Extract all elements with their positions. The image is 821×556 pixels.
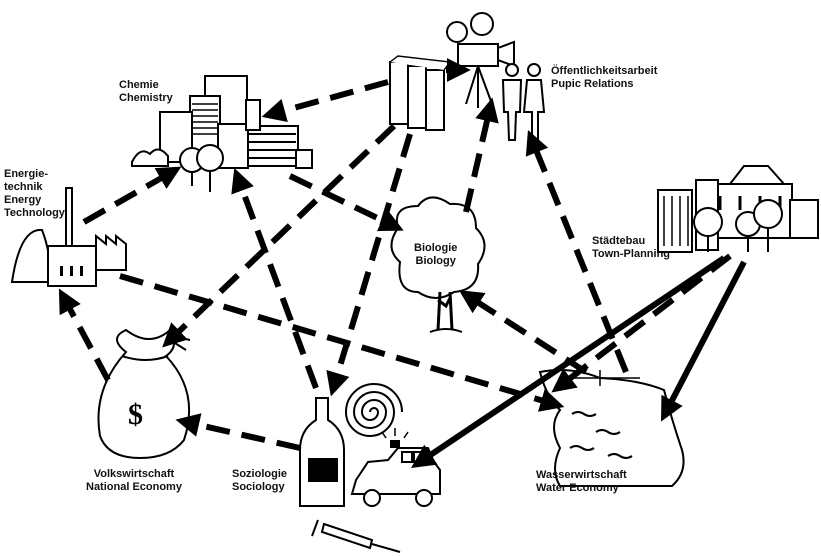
label-public-relations: Öffentlichkeitsarbeit Pupic Relations xyxy=(551,65,657,91)
town-buildings-icon xyxy=(657,165,819,253)
label-energy: Energie- technik Energy Technology xyxy=(4,168,65,220)
dollar-sign-icon: $ xyxy=(128,398,143,431)
arrow-water-to-biology xyxy=(458,290,588,375)
label-sociology-en: Sociology xyxy=(232,481,285,493)
arrow-chemistry-to-biology xyxy=(288,173,404,232)
label-energy-en: Energy xyxy=(4,194,42,206)
label-biology-en: Biology xyxy=(415,255,456,267)
arrow-sociology-to-chemistry xyxy=(231,167,319,390)
label-biology: Biologie Biology xyxy=(414,242,457,268)
arrow-town-to-river xyxy=(551,253,732,393)
label-economy-en: National Economy xyxy=(86,481,182,493)
label-chemistry-en: Chemistry xyxy=(119,92,173,104)
arrow-town-to-car xyxy=(411,255,726,469)
label-town-planning: Städtebau Town-Planning xyxy=(592,235,670,261)
label-energy-de: Energie- xyxy=(4,168,49,180)
label-biology-de: Biologie xyxy=(414,242,458,254)
label-pr-en: Pupic Relations xyxy=(551,78,634,90)
chemistry-buildings-icon xyxy=(131,75,313,192)
river-icon xyxy=(538,369,685,487)
label-sociology: Soziologie Sociology xyxy=(232,468,287,494)
arrow-sociology-to-economy xyxy=(175,413,301,451)
arrow-town-to-water xyxy=(661,260,747,422)
arrow-economy-to-energy xyxy=(58,288,111,382)
spiral-icon xyxy=(344,383,403,437)
bottle-icon xyxy=(299,397,345,507)
arrow-energy-to-chemistry xyxy=(82,166,182,225)
arrow-books-to-chemistry xyxy=(261,79,389,123)
label-energy-de2: technik xyxy=(4,181,43,193)
power-plant-icon xyxy=(10,187,127,287)
police-car-icon xyxy=(350,428,441,507)
label-water-de: Wasserwirtschaft xyxy=(536,469,627,481)
label-town-en: Town-Planning xyxy=(592,248,671,260)
connection-arrows xyxy=(58,58,747,469)
label-town-de: Städtebau xyxy=(592,235,646,247)
books-icon xyxy=(389,55,452,131)
label-energy-en2: Technology xyxy=(4,207,65,219)
arrow-energy-to-water xyxy=(119,273,565,412)
label-chemistry: Chemie Chemistry xyxy=(119,79,173,105)
money-bag-icon xyxy=(97,328,191,460)
syringe-icon xyxy=(311,519,401,553)
label-pr-de: Öffentlichkeitsarbeit xyxy=(551,65,658,77)
label-water: Wasserwirtschaft Water Economy xyxy=(536,469,627,495)
label-water-en: Water Economy xyxy=(536,482,619,494)
label-economy: Volkswirtschaft National Economy xyxy=(86,468,182,494)
people-icon xyxy=(501,63,546,141)
label-chemistry-de: Chemie xyxy=(119,79,159,91)
label-sociology-de: Soziologie xyxy=(232,468,287,480)
label-economy-de: Volkswirtschaft xyxy=(93,468,175,480)
arrow-biology-to-pr xyxy=(463,97,499,213)
